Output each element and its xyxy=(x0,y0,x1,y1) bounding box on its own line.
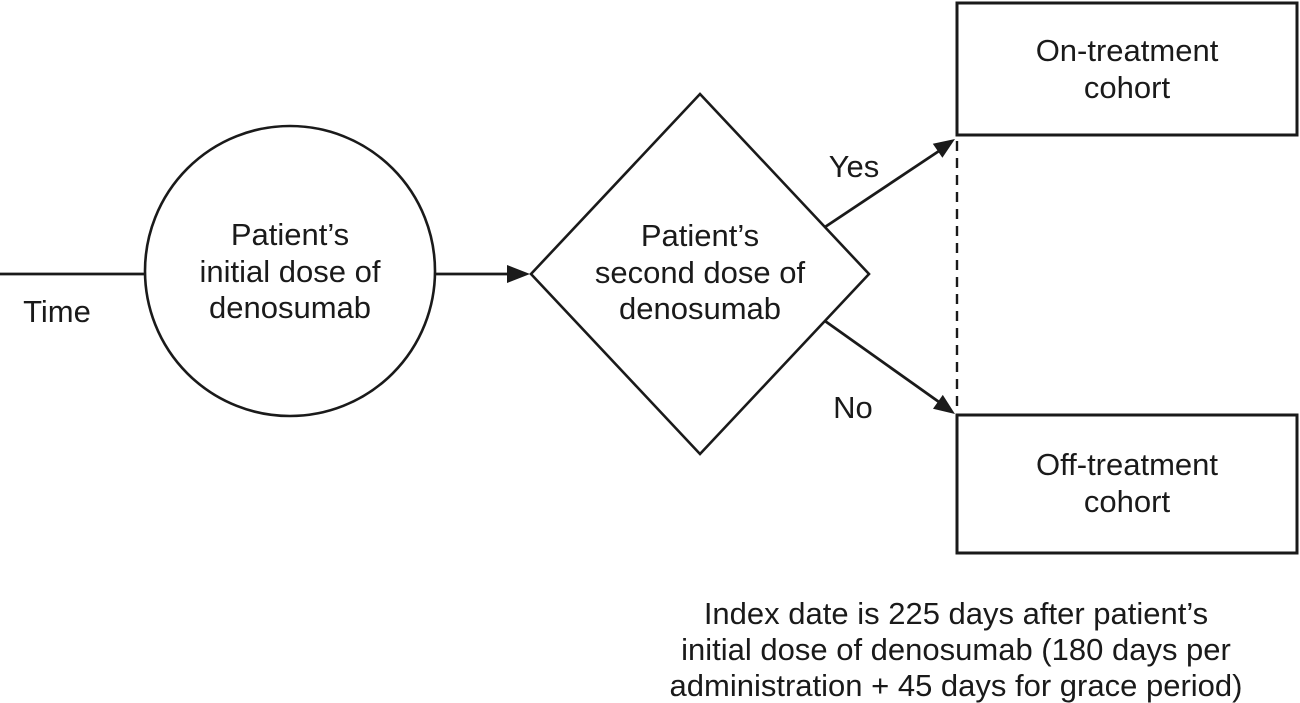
no-label: No xyxy=(833,390,873,425)
off-treatment-text-line2: cohort xyxy=(1084,484,1171,519)
second-dose-text-line2: second dose of xyxy=(595,255,806,290)
on-treatment-text-line2: cohort xyxy=(1084,70,1171,105)
initial-dose-text-line2: initial dose of xyxy=(200,254,381,289)
caption-line3: administration + 45 days for grace perio… xyxy=(670,668,1243,703)
no-arrowhead-icon xyxy=(933,394,955,414)
no-branch-line xyxy=(824,319,940,404)
on-treatment-box xyxy=(955,1,1299,137)
on-treatment-text-line1: On-treatment xyxy=(1036,33,1219,68)
yes-branch-line xyxy=(824,149,940,229)
initial-dose-text-line1: Patient’s xyxy=(231,217,349,252)
off-treatment-text-line1: Off-treatment xyxy=(1036,447,1218,482)
caption-line1: Index date is 225 days after patient’s xyxy=(704,596,1208,631)
second-dose-diamond xyxy=(529,92,871,456)
yes-label: Yes xyxy=(829,149,880,184)
off-treatment-box xyxy=(955,413,1299,555)
yes-arrowhead-icon xyxy=(932,139,955,158)
time-label: Time xyxy=(23,294,91,329)
connector-arrowhead-icon xyxy=(507,265,530,283)
caption-line2: initial dose of denosumab (180 days per xyxy=(681,632,1231,667)
initial-dose-text-line3: denosumab xyxy=(209,290,371,325)
second-dose-text-line3: denosumab xyxy=(619,291,781,326)
second-dose-text-line1: Patient’s xyxy=(641,218,759,253)
initial-dose-circle xyxy=(143,124,437,418)
